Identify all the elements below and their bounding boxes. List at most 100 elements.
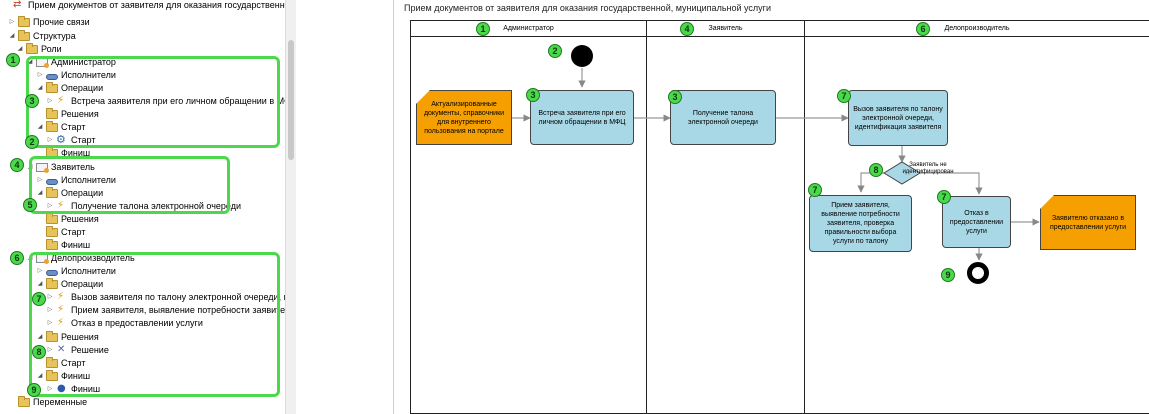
tree-node[interactable]: ◢Структура [8,30,76,43]
diagram-badge-7b: 7 [808,183,822,197]
tree-node[interactable]: ▷ Исполнители [36,174,116,187]
empty-panel [296,0,390,414]
expand-toggle-icon[interactable]: ▷ [47,347,53,353]
tree-node[interactable]: ▷Прием заявителя, выявление потребности … [46,303,285,317]
tree-node[interactable]: ◢Финиш [36,370,90,383]
expand-toggle-icon[interactable]: ▷ [47,386,53,392]
tree-node[interactable]: ▷ Старт [46,133,96,147]
tree-node[interactable]: Решения [36,108,99,121]
highlight-applicant [29,156,230,214]
document-portal-references[interactable]: Актуализированные документы, справочники… [416,90,512,145]
lane-administrator[interactable]: Администратор [410,20,647,414]
tree-node-label: Исполнители [61,266,116,276]
tree-node[interactable]: ▷Исполнители [36,69,116,82]
expand-toggle-icon[interactable]: ▷ [47,307,53,313]
expand-toggle-icon[interactable]: ◢ [37,373,43,379]
operation-icon [56,199,68,212]
tree-node[interactable]: ▷ Получение талона электронной очереди [46,199,241,213]
tree-node-label: Финиш [61,148,91,158]
folder-icon [46,278,58,289]
tree-scrollbar[interactable] [285,0,296,414]
tree-node[interactable]: ◢Операции [36,278,103,291]
highlight-clerk [29,252,280,397]
tree-badge-1: 1 [6,53,20,67]
task-get-queue-ticket[interactable]: Получение талона электронной очереди [670,90,776,145]
tree-node-label: Исполнители [61,175,116,185]
task-refuse-service[interactable]: Отказ в предоставлении услуги [942,196,1011,248]
expand-toggle-icon[interactable]: ◢ [37,334,43,340]
task-call-applicant[interactable]: Вызов заявителя по талону электронной оч… [848,90,948,146]
task-meet-applicant[interactable]: Встреча заявителя при его личном обращен… [530,90,634,145]
tree-node[interactable]: ◢ Операции [36,187,103,200]
folder-icon [26,43,38,54]
tree-scrollbar-thumb[interactable] [288,40,294,160]
expand-toggle-icon[interactable]: ▷ [47,98,53,104]
tree-node-label: Старт [71,135,96,145]
executors-icon [46,269,58,276]
operation-icon [56,316,68,329]
folder-icon [46,226,58,237]
tree-node[interactable]: ◢Операции [36,82,103,95]
tree-node[interactable]: ▷ Встреча заявителя при его личном обраще… [46,94,285,108]
diagram-badge-4: 4 [680,22,694,36]
end-event[interactable] [967,262,989,284]
expand-toggle-icon[interactable]: ▷ [47,320,53,326]
tree-node-label: Операции [61,188,104,198]
expand-toggle-icon[interactable]: ▷ [47,203,53,209]
tree-node[interactable]: Финиш [36,239,90,252]
expand-toggle-icon[interactable]: ▷ [37,177,43,183]
tree-node[interactable]: ◢Решения [36,331,99,344]
expand-toggle-icon[interactable]: ◢ [27,59,33,65]
tree-node-label: Старт [61,122,86,132]
lane-header-applicant: Заявитель [647,21,804,37]
process-diagram[interactable]: Прием документов от заявителя для оказан… [393,0,1149,414]
folder-icon [46,213,58,224]
tree-node[interactable]: Переменные [8,396,87,409]
tree-node[interactable]: Старт [36,226,85,239]
diagram-badge-6: 6 [916,22,930,36]
folder-icon [18,396,30,407]
tree-node-label: Заявитель [51,162,95,172]
expand-toggle-icon[interactable]: ▷ [47,294,53,300]
tree-node[interactable]: Решения [36,213,99,226]
tree-node[interactable]: ▷ Решение [46,343,109,357]
expand-toggle-icon[interactable]: ◢ [17,46,23,52]
expand-toggle-icon[interactable]: ▷ [9,19,15,25]
tree-node[interactable]: ◢ Старт [36,121,85,134]
task-accept-applicant[interactable]: Прием заявителя, выявление потребности з… [809,195,912,252]
tree-node[interactable]: Старт [36,357,85,370]
tree-node[interactable]: ▷Отказ в предоставлении услуги [46,316,203,330]
process-icon [13,0,25,11]
operation-icon [56,94,68,107]
tree-badge-7: 7 [32,292,46,306]
start-icon [56,133,68,146]
tree-node-label: Решения [61,214,99,224]
lane-applicant[interactable]: Заявитель [646,20,805,414]
tree-node-label: Получение талона электронной очереди [71,201,241,211]
expand-toggle-icon[interactable]: ▷ [37,72,43,78]
folder-icon [46,108,58,119]
tree-node-label: Роли [41,44,62,54]
tree-node-label: Встреча заявителя при его личном обращен… [71,96,285,106]
tree-node[interactable]: ▷Прочие связи [8,16,90,29]
folder-icon [46,187,58,198]
expand-toggle-icon[interactable]: ◢ [37,190,43,196]
folder-icon [46,82,58,93]
tree-badge-5: 5 [23,198,37,212]
expand-toggle-icon[interactable]: ◢ [37,281,43,287]
expand-toggle-icon[interactable]: ▷ [37,268,43,274]
expand-toggle-icon[interactable]: ◢ [37,124,43,130]
tree-node-label: Решение [71,345,109,355]
expand-toggle-icon[interactable]: ◢ [9,33,15,39]
tree-node[interactable]: ◢ Роли [16,43,62,56]
structure-tree[interactable]: Прием документов от заявителя для оказан… [0,0,285,414]
expand-toggle-icon[interactable]: ▷ [47,137,53,143]
expand-toggle-icon[interactable]: ◢ [37,85,43,91]
document-refused[interactable]: Заявителю отказано в предоставлении услу… [1040,195,1136,250]
tree-node[interactable]: ▷Вызов заявителя по талону электронной о… [46,290,285,304]
tree-node[interactable]: Прием документов от заявителя для оказан… [3,0,285,12]
lane-header-administrator: Администратор [411,21,646,37]
tree-node[interactable]: ▷Финиш [46,382,100,396]
start-event[interactable] [571,45,593,67]
tree-node[interactable]: ▷ Исполнители [36,265,116,278]
